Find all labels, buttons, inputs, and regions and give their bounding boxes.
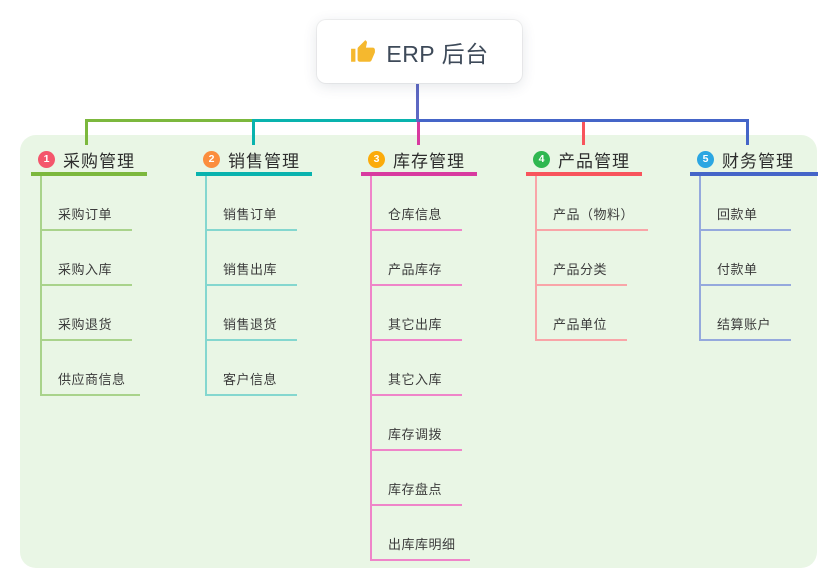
leaf-node[interactable]: 其它入库	[372, 341, 462, 396]
leaf-node[interactable]: 销售出库	[207, 231, 297, 286]
connector-drop-product	[582, 122, 585, 145]
branch-node-sales[interactable]: 2 销售管理	[196, 146, 312, 176]
leaf-node[interactable]: 采购退货	[42, 286, 132, 341]
branch-title-inventory: 库存管理	[393, 151, 465, 171]
connector-bus-blue	[418, 119, 749, 122]
leaf-node[interactable]: 客户信息	[207, 341, 297, 396]
leaf-node[interactable]: 结算账户	[701, 286, 791, 341]
leaf-node[interactable]: 采购订单	[42, 176, 132, 231]
branches-panel	[20, 135, 817, 568]
leaf-node[interactable]: 销售订单	[207, 176, 297, 231]
leaf-node[interactable]: 销售退货	[207, 286, 297, 341]
branch-badge-inventory: 3	[368, 150, 385, 168]
leaf-node[interactable]: 付款单	[701, 231, 791, 286]
leaf-node[interactable]: 其它出库	[372, 286, 462, 341]
branch-node-procurement[interactable]: 1 采购管理	[31, 146, 147, 176]
root-node-title: ERP 后台	[386, 40, 489, 67]
branch-badge-sales: 2	[203, 150, 220, 168]
branch-title-finance: 财务管理	[722, 151, 794, 171]
leaf-node[interactable]: 库存盘点	[372, 451, 462, 506]
connector-bus-green	[85, 119, 252, 122]
leaf-node[interactable]: 产品单位	[537, 286, 627, 341]
connector-drop-finance	[746, 119, 749, 145]
connector-drop-inventory	[417, 122, 420, 145]
leaf-node[interactable]: 出库库明细	[372, 506, 470, 561]
root-node[interactable]: ERP 后台	[317, 20, 522, 83]
connector-trunk	[416, 83, 419, 122]
branch-node-inventory[interactable]: 3 库存管理	[361, 146, 477, 176]
branch-column-finance: 5 财务管理 回款单 付款单 结算账户	[690, 146, 818, 341]
branch-title-product: 产品管理	[558, 151, 630, 171]
branch-badge-product: 4	[533, 150, 550, 168]
branch-column-procurement: 1 采购管理 采购订单 采购入库 采购退货 供应商信息	[31, 146, 147, 396]
connector-bus-teal	[252, 119, 418, 122]
connector-drop-sales	[252, 122, 255, 145]
branch-column-inventory: 3 库存管理 仓库信息 产品库存 其它出库 其它入库 库存调拨 库存盘点 出库库…	[361, 146, 477, 561]
leaf-node[interactable]: 产品库存	[372, 231, 462, 286]
leaf-node[interactable]: 回款单	[701, 176, 791, 231]
branch-title-sales: 销售管理	[228, 151, 300, 171]
branch-column-product: 4 产品管理 产品（物料） 产品分类 产品单位	[526, 146, 649, 341]
thumbs-up-icon	[351, 39, 376, 62]
leaf-node[interactable]: 库存调拨	[372, 396, 462, 451]
leaf-node[interactable]: 供应商信息	[42, 341, 140, 396]
branch-node-product[interactable]: 4 产品管理	[526, 146, 642, 176]
branch-node-finance[interactable]: 5 财务管理	[690, 146, 818, 176]
branch-badge-finance: 5	[697, 150, 714, 168]
connector-drop-procurement	[85, 119, 88, 145]
branch-badge-procurement: 1	[38, 150, 55, 168]
leaf-node[interactable]: 仓库信息	[372, 176, 462, 231]
branch-column-sales: 2 销售管理 销售订单 销售出库 销售退货 客户信息	[196, 146, 312, 396]
leaf-node[interactable]: 产品（物料）	[537, 176, 649, 231]
leaf-node[interactable]: 产品分类	[537, 231, 627, 286]
leaf-node[interactable]: 采购入库	[42, 231, 132, 286]
branch-title-procurement: 采购管理	[63, 151, 135, 171]
